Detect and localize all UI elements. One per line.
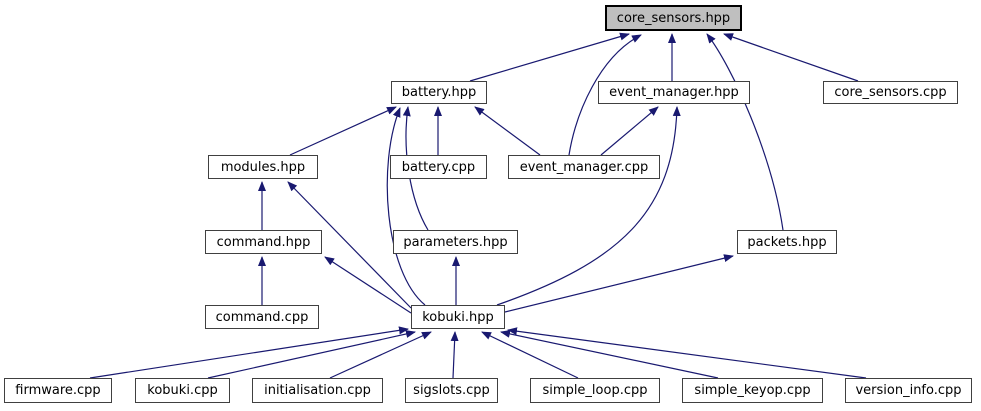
node-label: command.hpp [216, 234, 311, 250]
node-kobuki_cpp[interactable]: kobuki.cpp [135, 378, 230, 403]
edge-simple_keyop_cpp-to-kobuki_hpp [500, 329, 719, 379]
edge-event_manager_cpp-to-event_manager_hpp [600, 106, 659, 156]
node-label: packets.hpp [747, 234, 827, 250]
node-label: event_manager.hpp [609, 85, 739, 100]
node-label: command.cpp [215, 309, 309, 325]
node-kobuki_hpp[interactable]: kobuki.hpp [411, 305, 505, 329]
edge-packets_hpp-to-core_sensors_hpp [706, 33, 784, 231]
node-parameters_hpp[interactable]: parameters.hpp [393, 230, 518, 254]
node-modules_hpp[interactable]: modules.hpp [208, 155, 318, 179]
node-label: simple_loop.cpp [542, 383, 648, 398]
node-label: core_sensors.cpp [834, 85, 947, 100]
node-label: initialisation.cpp [264, 383, 371, 398]
node-sigslots_cpp[interactable]: sigslots.cpp [405, 378, 498, 403]
node-initialisation_cpp[interactable]: initialisation.cpp [252, 378, 383, 403]
node-core_sensors_cpp[interactable]: core_sensors.cpp [823, 81, 958, 104]
node-label: firmware.cpp [15, 383, 101, 398]
edge-version_info_cpp-to-kobuki_hpp [507, 327, 867, 379]
edge-firmware_cpp-to-kobuki_hpp [89, 326, 409, 379]
edge-initialisation_cpp-to-kobuki_hpp [329, 331, 432, 379]
edge-core_sensors_cpp-to-core_sensors_hpp [723, 33, 859, 82]
node-battery_hpp[interactable]: battery.hpp [391, 81, 487, 104]
node-event_manager_hpp[interactable]: event_manager.hpp [598, 81, 750, 104]
edge-kobuki_cpp-to-kobuki_hpp [207, 330, 416, 379]
node-core_sensors_hpp[interactable]: core_sensors.hpp [605, 5, 742, 31]
node-label: parameters.hpp [403, 234, 508, 250]
node-label: kobuki.cpp [147, 383, 218, 398]
node-packets_hpp[interactable]: packets.hpp [737, 230, 837, 254]
edge-kobuki_hpp-to-event_manager_hpp [496, 106, 681, 306]
node-label: battery.cpp [401, 159, 476, 175]
edge-event_manager_cpp-to-core_sensors_hpp [568, 34, 642, 156]
edge-kobuki_hpp-to-command_hpp [324, 256, 412, 314]
node-label: modules.hpp [220, 159, 306, 175]
edge-kobuki_hpp-to-modules_hpp [287, 181, 412, 309]
edge-kobuki_hpp-to-battery_hpp [386, 107, 426, 306]
edge-sigslots_cpp-to-kobuki_hpp [450, 331, 459, 379]
edge-kobuki_hpp-to-packets_hpp [504, 254, 734, 313]
node-command_hpp[interactable]: command.hpp [205, 230, 322, 254]
node-label: event_manager.cpp [519, 159, 649, 175]
edge-modules_hpp-to-battery_hpp [289, 106, 397, 156]
edge-battery_hpp-to-core_sensors_hpp [469, 32, 630, 82]
node-label: simple_keyop.cpp [694, 383, 811, 398]
edge-simple_loop_cpp-to-kobuki_hpp [481, 331, 579, 379]
node-simple_keyop_cpp[interactable]: simple_keyop.cpp [682, 378, 823, 403]
node-event_manager_cpp[interactable]: event_manager.cpp [508, 155, 660, 179]
node-label: version_info.cpp [855, 383, 962, 398]
node-battery_cpp[interactable]: battery.cpp [390, 155, 487, 179]
node-simple_loop_cpp[interactable]: simple_loop.cpp [530, 378, 660, 403]
node-label: kobuki.hpp [422, 309, 494, 325]
node-label: core_sensors.hpp [616, 10, 731, 26]
node-firmware_cpp[interactable]: firmware.cpp [4, 378, 112, 403]
edge-event_manager_cpp-to-battery_hpp [474, 106, 541, 156]
node-label: sigslots.cpp [413, 383, 490, 398]
node-version_info_cpp[interactable]: version_info.cpp [845, 378, 972, 403]
node-label: battery.hpp [401, 85, 477, 100]
node-command_cpp[interactable]: command.cpp [205, 305, 319, 329]
